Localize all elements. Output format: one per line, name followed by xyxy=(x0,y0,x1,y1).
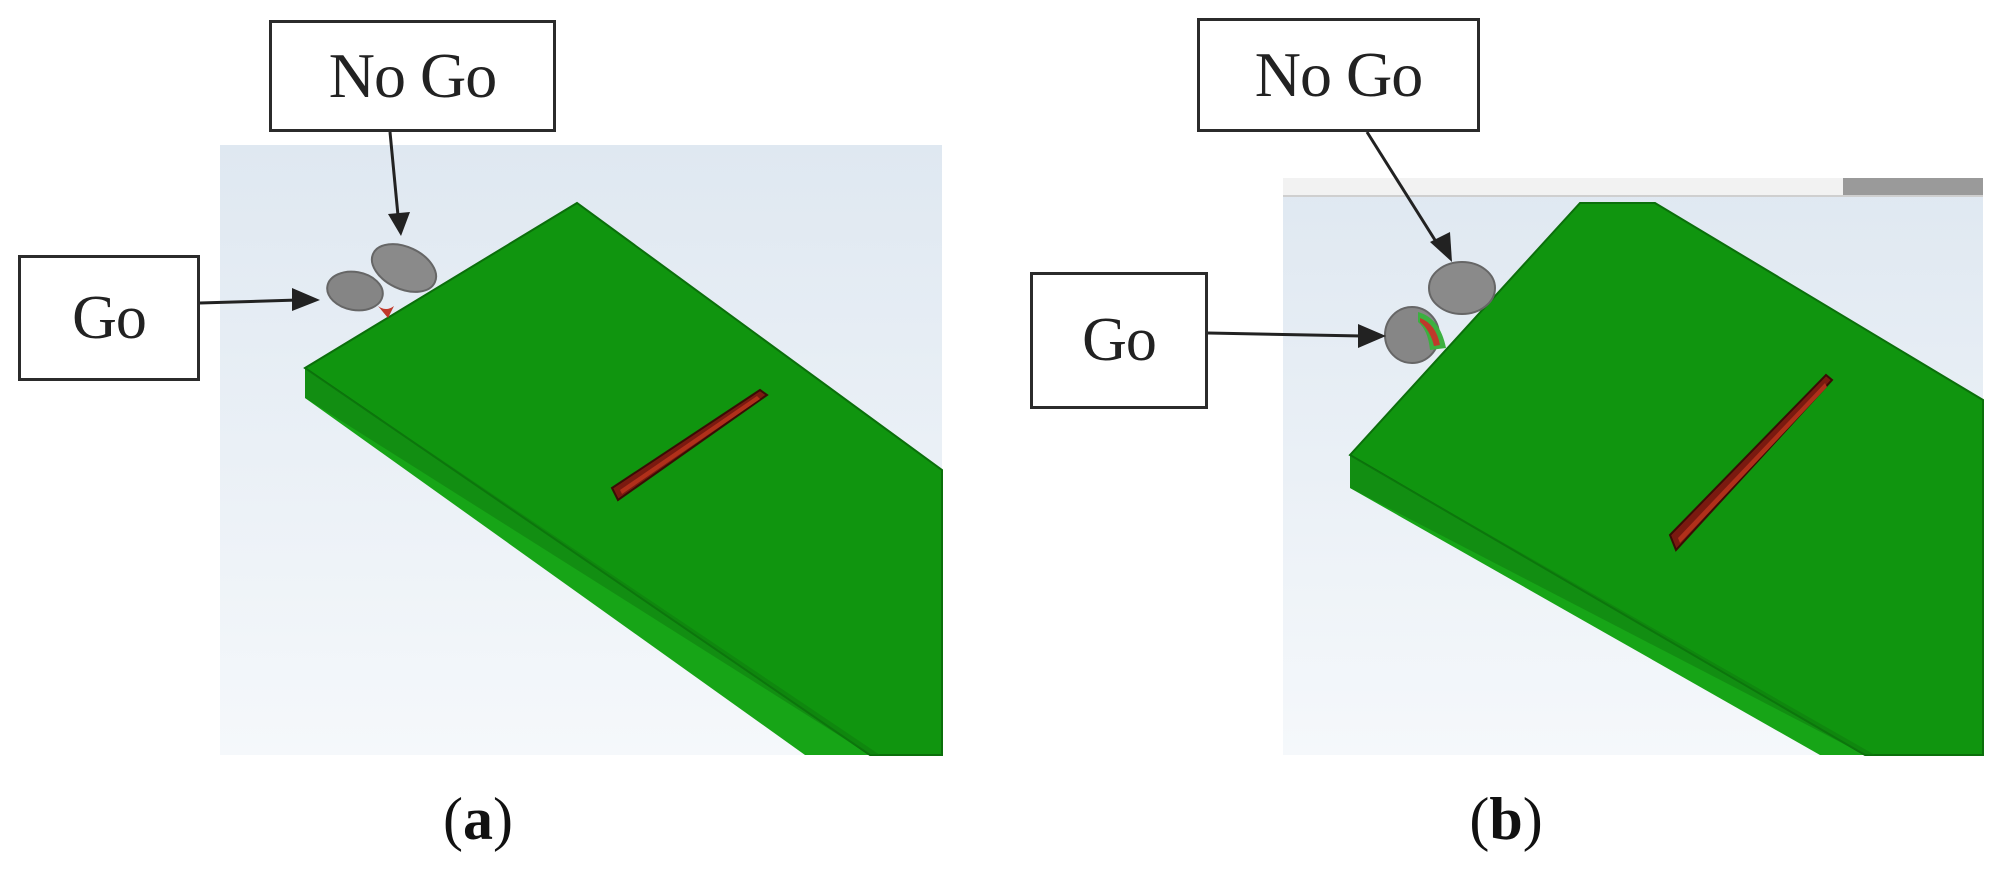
panel-a-slot-inner xyxy=(620,396,760,494)
panel-b-go-callout: Go xyxy=(1030,272,1208,409)
panel-b-toolbar-right xyxy=(1843,178,1983,196)
panel-a-caption-letter: a xyxy=(463,786,493,852)
panel-a-go-label: Go xyxy=(72,283,147,352)
panel-a-go-contact xyxy=(378,306,394,318)
panel-a-go-gauge xyxy=(326,270,384,312)
panel-b-no-go-gauge xyxy=(1428,261,1496,315)
panel-a-no-go-label: No Go xyxy=(328,40,497,111)
panel-a-plate-edge xyxy=(305,368,880,755)
panel-b-go-label: Go xyxy=(1082,306,1157,374)
panel-a-no-go-arrow xyxy=(388,131,401,227)
panel-b-slot-inner xyxy=(1678,383,1827,543)
panel-a-no-go-callout: No Go xyxy=(269,20,556,132)
panel-a-caption: (a) xyxy=(443,786,513,852)
panel-a-go-arrowhead xyxy=(292,288,320,311)
panel-a-go-callout: Go xyxy=(18,255,200,381)
panel-a-no-go-arrowhead xyxy=(388,212,410,236)
panel-b-no-go-label: No Go xyxy=(1254,39,1423,110)
panel-b-go-contact-red xyxy=(1420,318,1440,346)
panel-a-render xyxy=(199,131,943,756)
panel-b-no-go-callout: No Go xyxy=(1197,18,1480,132)
panel-b-render xyxy=(1207,131,1984,756)
panel-a-no-go-gauge xyxy=(370,243,438,293)
panel-b-caption-letter: b xyxy=(1489,786,1523,852)
panel-a-go-arrow xyxy=(199,298,299,305)
panel-b-no-go-arrowhead xyxy=(1430,232,1452,262)
panel-b-toolbar xyxy=(1283,178,1983,196)
panel-b-caption: (b) xyxy=(1469,786,1543,852)
panel-b-plate-edge xyxy=(1350,455,1875,755)
panel-b-no-go-arrow xyxy=(1365,131,1442,249)
panel-b-go-arrow xyxy=(1207,331,1363,338)
panel-b-go-arrowhead xyxy=(1358,324,1386,348)
